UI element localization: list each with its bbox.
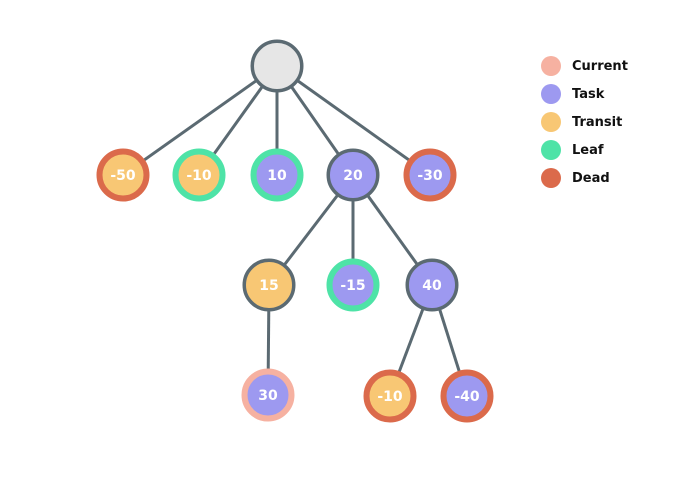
node-value-label: 30 — [258, 388, 278, 404]
legend-item-current: Current — [541, 56, 628, 76]
node-circle — [440, 369, 494, 423]
tree-edge-root-neg30 — [276, 64, 431, 177]
node-circle — [250, 148, 304, 202]
node-value-label: -15 — [340, 278, 365, 294]
node-value-label: 15 — [259, 278, 278, 294]
node-circle — [250, 39, 304, 93]
tree-node-pos20: 20 — [326, 148, 380, 202]
legend-label: Transit — [572, 114, 623, 130]
node-circle — [326, 148, 380, 202]
node-circle — [242, 258, 296, 312]
tree-node-neg30: -30 — [403, 148, 457, 202]
legend-label: Dead — [572, 170, 610, 186]
tree-node-neg40: -40 — [440, 369, 494, 423]
node-value-label: 20 — [343, 168, 363, 184]
node-value-label: -10 — [377, 389, 403, 405]
legend-label: Current — [572, 58, 628, 74]
node-value-label: -50 — [110, 168, 136, 184]
dead-swatch-icon — [541, 168, 561, 188]
node-circle — [405, 258, 459, 312]
tree-edge-root-neg50 — [122, 64, 278, 177]
node-value-label: 40 — [422, 278, 442, 294]
leaf-swatch-icon — [541, 140, 561, 160]
node-value-label: 10 — [267, 168, 287, 184]
tree-node-root — [250, 39, 304, 93]
tree-node-neg15: -15 — [326, 258, 380, 312]
tree-node-pos15: 15 — [242, 258, 296, 312]
legend-item-leaf: Leaf — [541, 140, 628, 160]
legend-label: Leaf — [572, 142, 604, 158]
node-circle — [363, 369, 417, 423]
node-circle — [403, 148, 457, 202]
tree-node-neg10a: -10 — [172, 148, 226, 202]
node-circle — [241, 368, 295, 422]
node-value-label: -10 — [186, 168, 212, 184]
node-value-label: -30 — [417, 168, 443, 184]
legend: Current Task Transit Leaf Dead — [541, 56, 628, 196]
node-circle — [326, 258, 380, 312]
current-swatch-icon — [541, 56, 561, 76]
legend-item-transit: Transit — [541, 112, 628, 132]
tree-node-pos30: 30 — [241, 368, 295, 422]
task-swatch-icon — [541, 84, 561, 104]
tree-node-pos10: 10 — [250, 148, 304, 202]
tree-node-neg10b: -10 — [363, 369, 417, 423]
tree-node-pos40: 40 — [405, 258, 459, 312]
legend-label: Task — [572, 86, 605, 102]
node-circle — [96, 148, 150, 202]
legend-item-dead: Dead — [541, 168, 628, 188]
node-circle — [172, 148, 226, 202]
transit-swatch-icon — [541, 112, 561, 132]
tree-node-neg50: -50 — [96, 148, 150, 202]
node-value-label: -40 — [454, 389, 480, 405]
legend-item-task: Task — [541, 84, 628, 104]
